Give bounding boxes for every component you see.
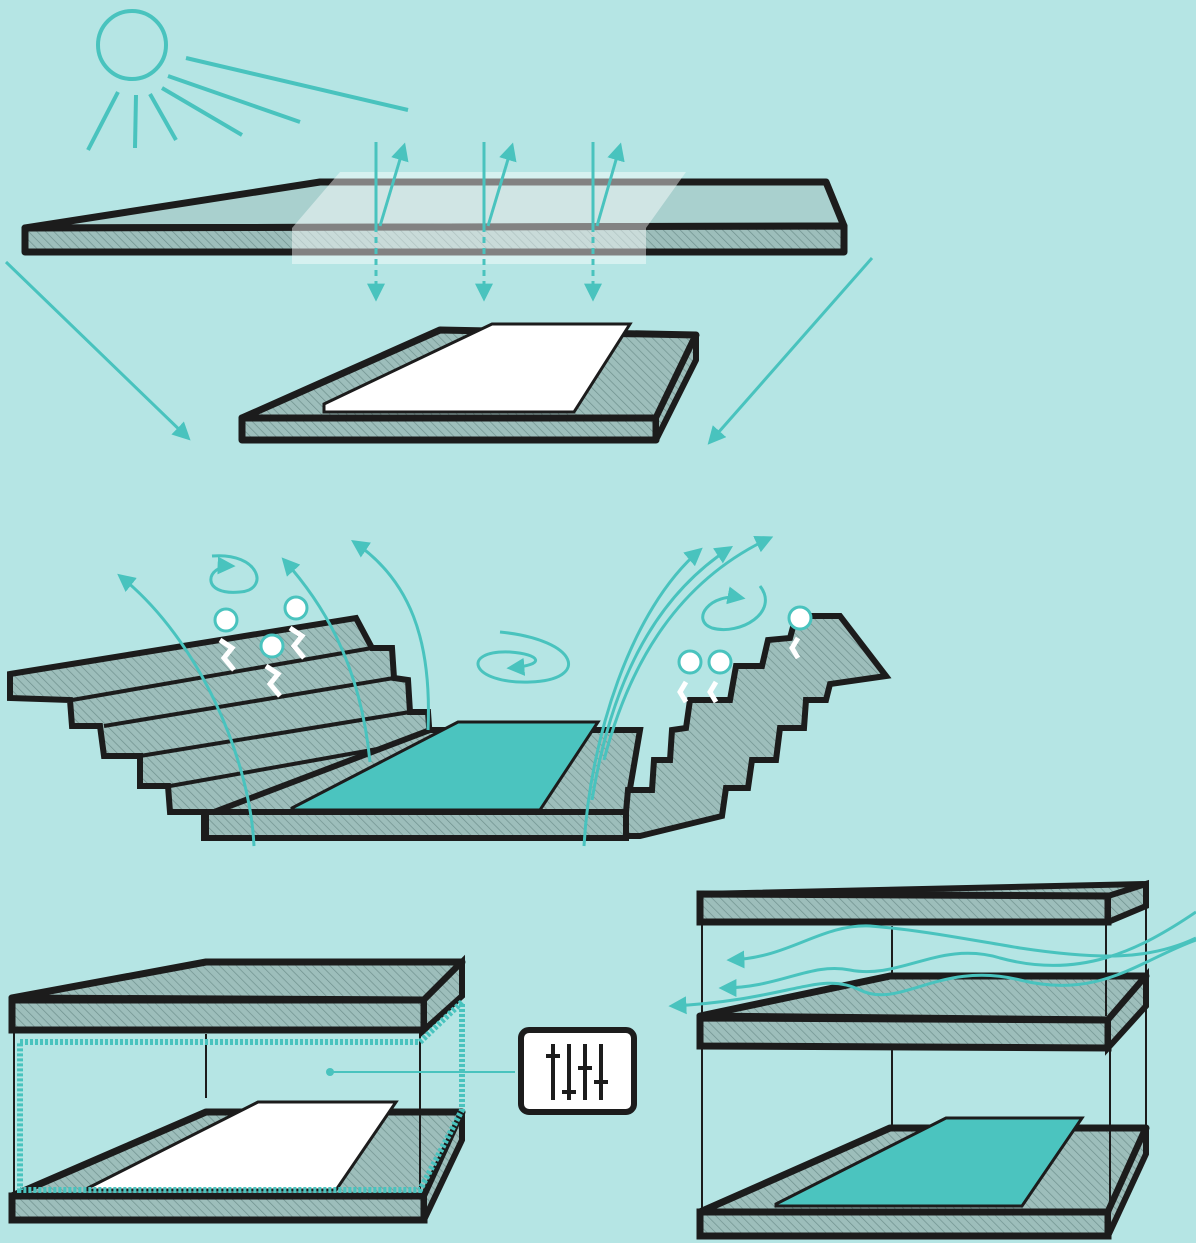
top-slab (700, 884, 1146, 922)
panel-sunken-court-ventilation (10, 538, 886, 846)
panel-solar-shading (6, 11, 872, 442)
sliders-icon[interactable] (521, 1030, 634, 1112)
stepped-seating-right (626, 616, 886, 836)
sun-icon (88, 11, 408, 150)
panel-cross-ventilation-layers (672, 884, 1196, 1236)
control-link-dot (326, 1068, 334, 1076)
roof-slab (12, 962, 462, 1030)
panel-enclosed-controllable (12, 962, 634, 1220)
